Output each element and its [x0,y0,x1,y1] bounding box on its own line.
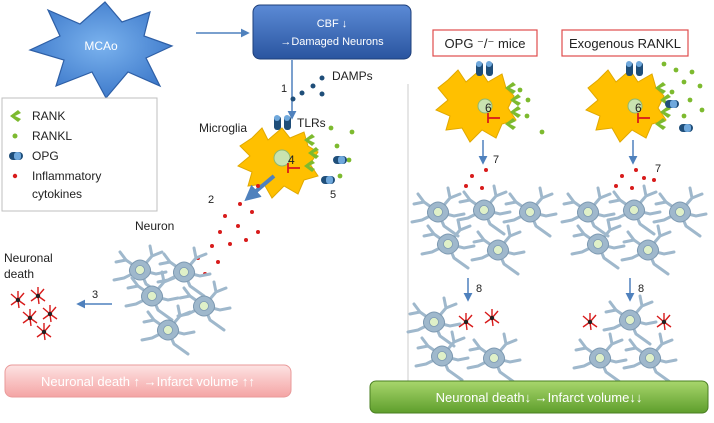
opg-left-2 [321,176,335,184]
step-2: 2 [208,194,214,206]
step-4: 4 [288,153,295,167]
tlrs-label: TLRs [297,116,326,130]
outcome-left-box: Neuronal death ↑ →Infarct volume ↑↑ [4,364,292,398]
outcome-right-box: Neuronal death↓ →Infarct volume↓↓ [369,380,709,414]
neurons-rankl-after [572,294,678,384]
rankl-molecules-left [328,125,355,179]
cytokines-rankl [614,168,656,190]
step-1: 1 [281,83,287,95]
outcome-right-text: Neuronal death↓ →Infarct volume↓↓ [436,390,643,405]
microglia-label: Microglia [199,121,247,135]
step-3: 3 [92,289,98,301]
neurons-opg [410,184,558,276]
step-7-right: 7 [655,163,661,175]
opg-mice-panel: OPG ⁻/⁻ mice [432,29,545,143]
dead-neurons-left [10,286,58,341]
legend-rank: RANK [32,109,65,123]
neurons-rankl [560,184,708,276]
step-6-left: 6 [485,101,492,115]
microglia-left [237,115,319,199]
neuronal-death-line1: Neuronal [4,251,53,265]
step-6-right: 6 [635,101,642,115]
opg-left-1 [333,156,347,164]
mcao-star-node: MCAo [28,1,174,100]
opg-mice-label: OPG ⁻/⁻ mice [445,36,526,51]
neurons-opg-after [406,296,522,384]
damps-molecules [290,75,325,102]
neuron-label: Neuron [135,219,174,233]
step-8-right: 8 [638,283,644,295]
cbf-line2: →Damaged Neurons [280,36,384,48]
step-5: 5 [330,189,336,201]
arrow-microglia-cytokines [244,174,276,202]
step-8-left: 8 [476,283,482,295]
legend-cytokines-line2: cytokines [32,187,82,201]
legend-opg-icon [9,152,23,160]
neuronal-death-line2: death [4,267,34,281]
cbf-damaged-neurons-box: CBF ↓ →Damaged Neurons [252,4,412,60]
exogenous-rankl-panel: Exogenous RANKL [561,29,705,143]
legend: RANK RANKL OPG Inflammatory cytokines [1,97,158,212]
legend-rankl-icon [12,133,18,139]
step-7-left: 7 [493,154,499,166]
legend-cytokine-icon [12,173,18,179]
cbf-line1: CBF ↓ [317,18,348,30]
cytokines-opg [464,168,488,190]
mcao-label: MCAo [84,39,118,53]
legend-opg: OPG [32,149,59,163]
exogenous-rankl-label: Exogenous RANKL [569,36,681,51]
outcome-left-text: Neuronal death ↑ →Infarct volume ↑↑ [41,374,255,389]
legend-cytokines-line1: Inflammatory [32,169,101,183]
neurons-left [112,244,232,356]
legend-rankl: RANKL [32,129,72,143]
damps-label: DAMPs [332,69,373,83]
